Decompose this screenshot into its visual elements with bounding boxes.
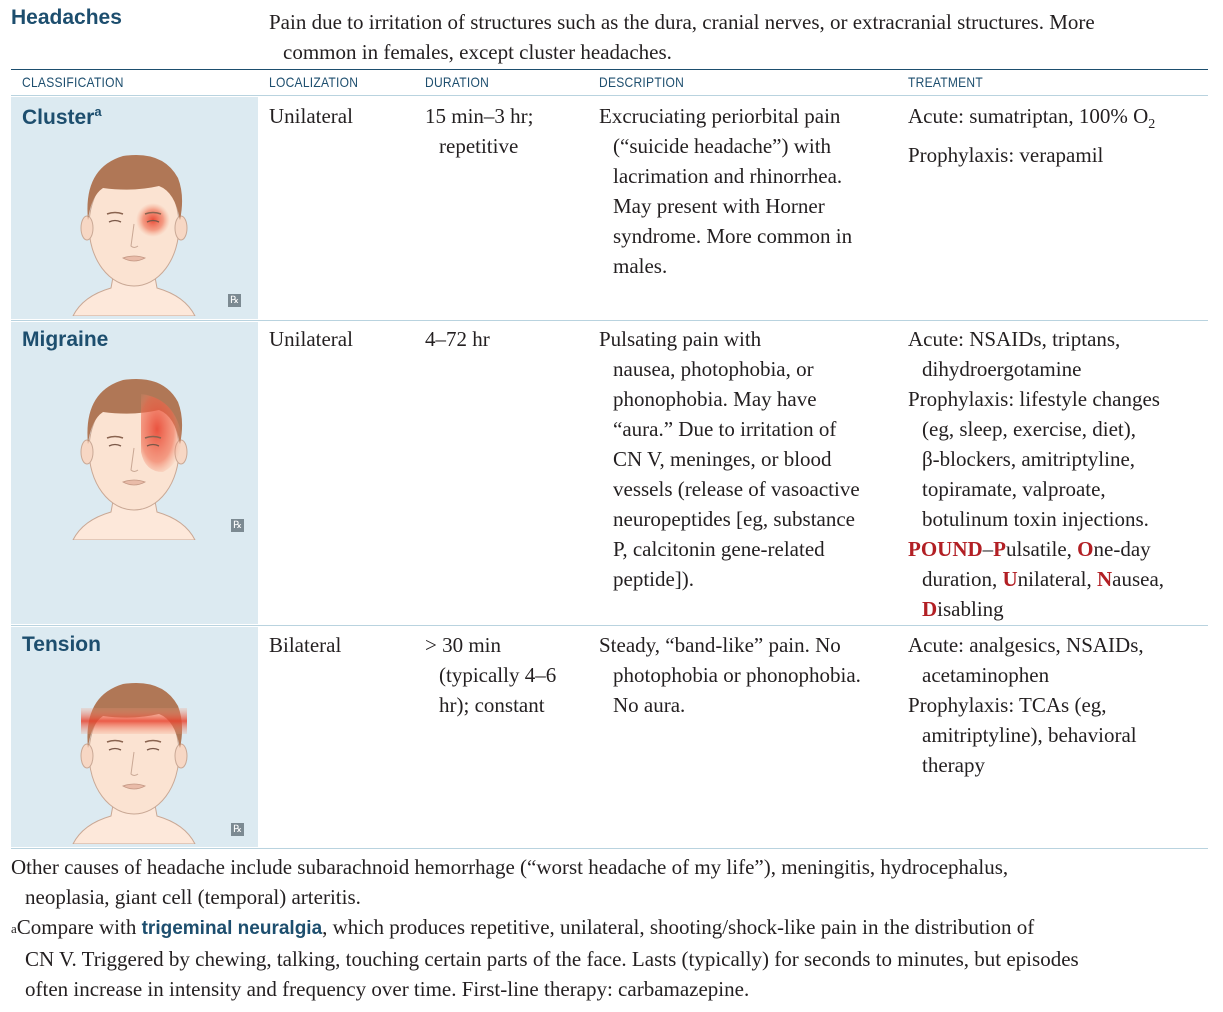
treatment-line: botulinum toxin injections.: [922, 507, 1149, 531]
tension-treatment: Acute: analgesics, NSAIDs, acetaminophen…: [908, 630, 1144, 780]
description-line: nausea, photophobia, or: [613, 357, 814, 381]
migraine-face-illustration: [72, 378, 196, 540]
description-line: P, calcitonin gene-related: [613, 537, 825, 561]
cluster-face-illustration: [72, 154, 196, 316]
treatment-line: Acute: analgesics, NSAIDs,: [908, 633, 1144, 657]
treatment-line: Prophylaxis: TCAs (eg,: [908, 693, 1107, 717]
pound-mnemonic-line-2: duration, Unilateral, Nausea,: [922, 567, 1165, 591]
tension-description: Steady, “band-like” pain. No photophobia…: [599, 630, 861, 720]
treatment-line: amitriptyline), behavioral: [922, 723, 1137, 747]
migraine-localization: Unilateral: [269, 327, 353, 351]
header-classification: CLASSIFICATION: [22, 74, 124, 90]
treatment-line: Prophylaxis: lifestyle changes: [908, 387, 1160, 411]
treatment-line: Acute: NSAIDs, triptans,: [908, 327, 1121, 351]
duration-line: repetitive: [439, 134, 519, 158]
migraine-description: Pulsating pain with nausea, photophobia,…: [599, 324, 860, 594]
rx-icon: ℞: [231, 823, 244, 836]
header-rule: [11, 69, 1208, 70]
rx-icon: ℞: [228, 294, 241, 307]
migraine-duration: 4–72 hr: [425, 327, 490, 351]
pound-mnemonic-line-3: Disabling: [922, 597, 1004, 621]
header-description: DESCRIPTION: [599, 74, 685, 90]
row-name-cluster: Clustera: [22, 104, 102, 129]
migraine-treatment: Acute: NSAIDs, triptans, dihydroergotami…: [908, 324, 1164, 624]
footnote-marker: a: [94, 104, 102, 119]
description-line: CN V, meninges, or blood: [613, 447, 832, 471]
row-divider: [11, 95, 1208, 96]
description-line: vessels (release of vasoactive: [613, 477, 860, 501]
intro-line-2: common in females, except cluster headac…: [283, 40, 672, 64]
row-divider: [11, 848, 1208, 849]
treatment-line: β-blockers, amitriptyline,: [922, 447, 1136, 471]
treatment-line: dihydroergotamine: [922, 357, 1082, 381]
page-title: Headaches: [11, 6, 122, 29]
description-line: May present with Horner: [613, 194, 825, 218]
other-causes-note: Other causes of headache include subarac…: [11, 852, 1211, 912]
footnote-line: often increase in intensity and frequenc…: [25, 977, 750, 1001]
description-line: peptide]).: [613, 567, 695, 591]
rx-icon: ℞: [231, 519, 244, 532]
treatment-prophylaxis: Prophylaxis: verapamil: [908, 143, 1104, 168]
cluster-description: Excruciating periorbital pain (“suicide …: [599, 101, 852, 281]
trigeminal-neuralgia-term: trigeminal neuralgia: [141, 918, 323, 939]
tension-face-illustration: [72, 682, 196, 844]
description-line: (“suicide headache”) with: [613, 134, 832, 158]
intro-line-1: Pain due to irritation of structures suc…: [269, 10, 1095, 34]
note-line: Other causes of headache include subarac…: [11, 855, 1009, 879]
treatment-line: acetaminophen: [922, 663, 1050, 687]
description-line: “aura.” Due to irritation of: [613, 417, 837, 441]
treatment-line: topiramate, valproate,: [922, 477, 1106, 501]
description-line: No aura.: [613, 693, 686, 717]
description-line: Excruciating periorbital pain: [599, 104, 841, 128]
cluster-treatment: Acute: sumatriptan, 100% O2 Prophylaxis:…: [908, 101, 1155, 170]
row-name-tension: Tension: [22, 633, 101, 656]
row-divider: [11, 625, 1208, 626]
note-line: neoplasia, giant cell (temporal) arterit…: [25, 885, 361, 909]
description-line: neuropeptides [eg, substance: [613, 507, 856, 531]
row-divider: [11, 320, 1208, 321]
row-name-migraine: Migraine: [22, 328, 109, 351]
treatment-acute: Acute: sumatriptan, 100% O2: [908, 104, 1156, 133]
description-line: males.: [613, 254, 668, 278]
duration-line: 15 min–3 hr;: [425, 104, 534, 128]
tension-localization: Bilateral: [269, 633, 342, 657]
description-line: syndrome. More common in: [613, 224, 853, 248]
pound-mnemonic-line-1: POUND–Pulsatile, One-day: [908, 537, 1151, 561]
intro-text: Pain due to irritation of structures suc…: [269, 7, 1199, 67]
treatment-line: therapy: [922, 753, 985, 777]
cluster-duration: 15 min–3 hr; repetitive: [425, 101, 534, 161]
header-localization: LOCALIZATION: [269, 74, 359, 90]
description-line: photophobia or phonophobia.: [613, 663, 861, 687]
tension-duration: > 30 min (typically 4–6 hr); constant: [425, 630, 556, 720]
description-line: Pulsating pain with: [599, 327, 762, 351]
description-line: phonophobia. May have: [613, 387, 817, 411]
description-line: lacrimation and rhinorrhea.: [613, 164, 843, 188]
header-treatment: TREATMENT: [908, 74, 984, 90]
description-line: Steady, “band-like” pain. No: [599, 633, 841, 657]
footnote-a: aCompare with trigeminal neuralgia, whic…: [11, 912, 1211, 1004]
cluster-localization: Unilateral: [269, 104, 353, 128]
duration-line: (typically 4–6: [439, 663, 557, 687]
footnote-line: aCompare with trigeminal neuralgia, whic…: [11, 915, 1035, 939]
duration-line: hr); constant: [439, 693, 545, 717]
header-duration: DURATION: [425, 74, 490, 90]
treatment-line: (eg, sleep, exercise, diet),: [922, 417, 1136, 441]
footnote-line: CN V. Triggered by chewing, talking, tou…: [25, 947, 1079, 971]
duration-line: > 30 min: [425, 633, 502, 657]
